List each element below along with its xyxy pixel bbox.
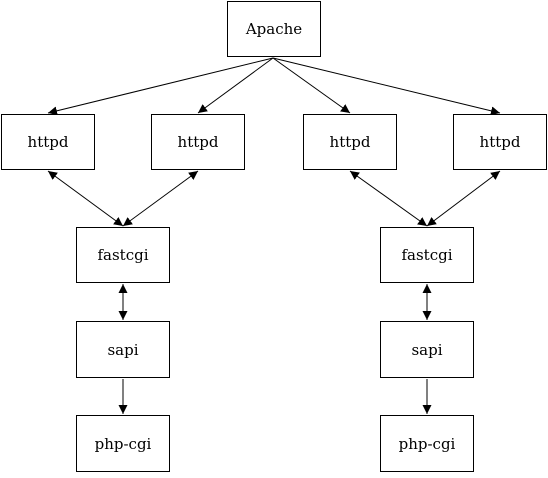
httpd-node-3: httpd <box>303 114 397 170</box>
fastcgi-label: fastcgi <box>97 246 149 264</box>
apache-label: Apache <box>245 20 303 38</box>
fastcgi-label: fastcgi <box>401 246 453 264</box>
httpd-node-1: httpd <box>1 114 95 170</box>
apache-node: Apache <box>227 1 321 57</box>
php-cgi-node-right: php-cgi <box>380 415 474 472</box>
edge-httpd-2-fastcgi-left <box>122 170 199 227</box>
php-cgi-label: php-cgi <box>94 434 152 453</box>
httpd-label: httpd <box>27 133 69 151</box>
edge-apache-httpd-3 <box>272 57 351 114</box>
sapi-label: sapi <box>107 340 139 359</box>
sapi-label: sapi <box>411 340 443 359</box>
sapi-node-right: sapi <box>380 321 474 378</box>
edge-apache-httpd-2 <box>197 57 274 114</box>
httpd-label: httpd <box>329 133 371 151</box>
sapi-node-left: sapi <box>76 321 170 378</box>
edge-httpd-1-fastcgi-left <box>47 170 124 227</box>
php-cgi-label: php-cgi <box>398 434 456 453</box>
fastcgi-node-right: fastcgi <box>380 227 474 283</box>
httpd-label: httpd <box>177 133 219 151</box>
php-cgi-node-left: php-cgi <box>76 415 170 472</box>
httpd-node-4: httpd <box>453 114 547 170</box>
httpd-node-2: httpd <box>151 114 245 170</box>
edge-apache-httpd-4 <box>272 57 501 116</box>
edge-httpd-3-fastcgi-right <box>349 170 428 227</box>
edge-apache-httpd-1 <box>47 57 274 116</box>
fastcgi-node-left: fastcgi <box>76 227 170 283</box>
httpd-label: httpd <box>479 133 521 151</box>
edge-httpd-4-fastcgi-right <box>426 170 501 227</box>
